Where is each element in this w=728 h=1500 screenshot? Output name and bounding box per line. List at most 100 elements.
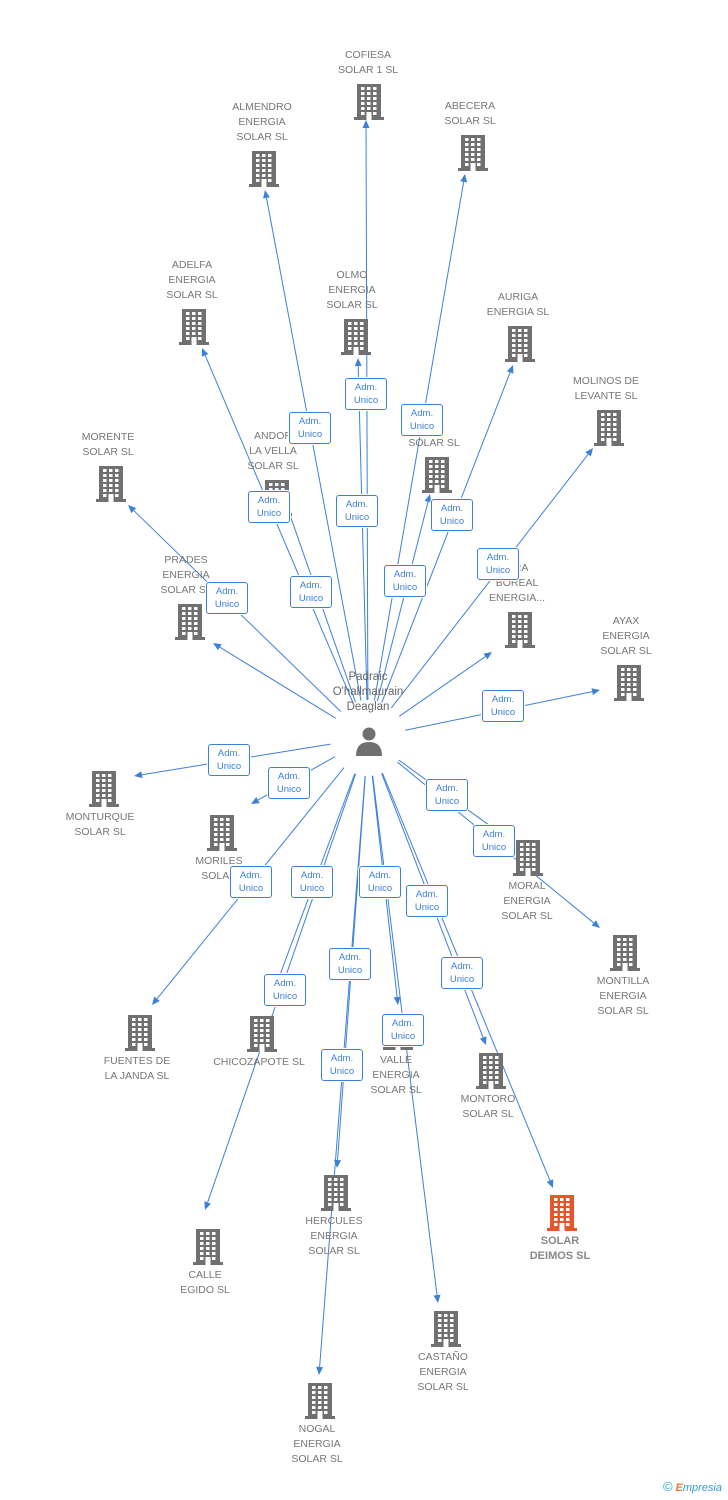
role-badge[interactable]: Adm.Unico xyxy=(441,957,483,989)
role-badge[interactable]: Adm.Unico xyxy=(384,565,426,597)
building-icon[interactable] xyxy=(422,457,452,498)
arrow-head xyxy=(213,643,222,651)
building-icon[interactable] xyxy=(96,466,126,507)
building-icon[interactable] xyxy=(505,612,535,653)
role-badge-line: Unico xyxy=(392,582,418,593)
person-name[interactable]: Padraic O'hallmaurain Deaglan xyxy=(308,670,428,715)
role-badge[interactable]: Adm.Unico xyxy=(264,974,306,1006)
building-icon[interactable] xyxy=(179,309,209,350)
company-label-line: ENERGIA xyxy=(168,274,216,286)
connection-line xyxy=(265,197,362,701)
building-icon[interactable] xyxy=(193,1229,223,1270)
company-label-line: SOLAR SL xyxy=(247,460,299,472)
building-icon[interactable] xyxy=(341,319,371,360)
role-badge-line: Unico xyxy=(485,565,511,576)
connection-line xyxy=(381,372,511,703)
company-label-line: SOLAR SL xyxy=(160,584,212,596)
building-icon[interactable] xyxy=(305,1383,335,1424)
role-badge[interactable]: Adm.Unico xyxy=(268,767,310,799)
role-badge[interactable]: Adm.Unico xyxy=(482,690,524,722)
building-icon[interactable] xyxy=(476,1053,506,1094)
company-label-line: AYAX xyxy=(612,615,640,627)
building-icon[interactable] xyxy=(125,1015,155,1056)
role-badge-line: Adm. xyxy=(299,580,323,591)
role-badge[interactable]: Adm.Unico xyxy=(431,499,473,531)
role-badge[interactable]: Adm.Unico xyxy=(321,1049,363,1081)
building-icon[interactable] xyxy=(354,84,384,125)
role-badge[interactable]: Adm.Unico xyxy=(248,491,290,523)
role-badge[interactable]: Adm.Unico xyxy=(289,412,331,444)
role-badge-line: Unico xyxy=(298,593,324,604)
person-icon[interactable] xyxy=(354,726,384,761)
building-icon[interactable] xyxy=(513,840,543,881)
company-label-line: MORILES xyxy=(195,855,243,867)
building-icon[interactable] xyxy=(505,326,535,367)
role-badge[interactable]: Adm.Unico xyxy=(336,495,378,527)
role-badge-line: Adm. xyxy=(330,1053,354,1064)
building-icon[interactable] xyxy=(249,151,279,192)
role-badge[interactable]: Adm.Unico xyxy=(401,404,443,436)
role-badge[interactable]: Adm.Unico xyxy=(345,378,387,410)
role-badge[interactable]: Adm.Unico xyxy=(406,885,448,917)
building-icon[interactable] xyxy=(614,665,644,706)
role-badge-line: Unico xyxy=(449,974,475,985)
company-label-line: PRADES xyxy=(164,554,208,566)
building-icon[interactable] xyxy=(594,410,624,451)
arrow-head xyxy=(585,448,593,457)
role-badge[interactable]: Adm.Unico xyxy=(382,1014,424,1046)
role-badge[interactable]: Adm.Unico xyxy=(477,548,519,580)
role-badge[interactable]: Adm.Unico xyxy=(359,866,401,898)
company-label-line: ENERGIA xyxy=(372,1069,420,1081)
role-badge-line: Adm. xyxy=(215,586,239,597)
role-badge[interactable]: Adm.Unico xyxy=(329,948,371,980)
company-label-line: ABECERA xyxy=(444,100,496,112)
building-icon[interactable] xyxy=(547,1195,577,1236)
building-icon[interactable] xyxy=(610,935,640,976)
arrow-head xyxy=(479,1036,487,1045)
role-badge[interactable]: Adm.Unico xyxy=(208,744,250,776)
company-label-line: SOLAR 1 SL xyxy=(337,64,399,76)
company-label[interactable]: CHICOZAPOTE SL xyxy=(204,1055,314,1070)
role-badge[interactable]: Adm.Unico xyxy=(230,866,272,898)
building-icon[interactable] xyxy=(247,1016,277,1057)
role-badge-line: Adm. xyxy=(277,771,301,782)
role-badge-line: Adm. xyxy=(491,694,515,705)
role-badge[interactable]: Adm.Unico xyxy=(473,825,515,857)
role-badge[interactable]: Adm. Unico xyxy=(290,576,332,608)
role-badge[interactable]: Adm.Unico xyxy=(206,582,248,614)
company-label-line: CALLE xyxy=(188,1269,222,1281)
company-label-line: ADELFA xyxy=(171,259,213,271)
role-badge[interactable]: Adm.Unico xyxy=(291,866,333,898)
building-icon[interactable] xyxy=(89,771,119,812)
building-icon[interactable] xyxy=(175,604,205,645)
person-name-line-3: Deaglan xyxy=(346,701,390,713)
building-icon[interactable] xyxy=(431,1311,461,1352)
building-icon[interactable] xyxy=(458,135,488,176)
role-badge[interactable]: Adm.Unico xyxy=(426,779,468,811)
building-icon[interactable] xyxy=(207,815,237,856)
building-icon[interactable] xyxy=(321,1175,351,1216)
